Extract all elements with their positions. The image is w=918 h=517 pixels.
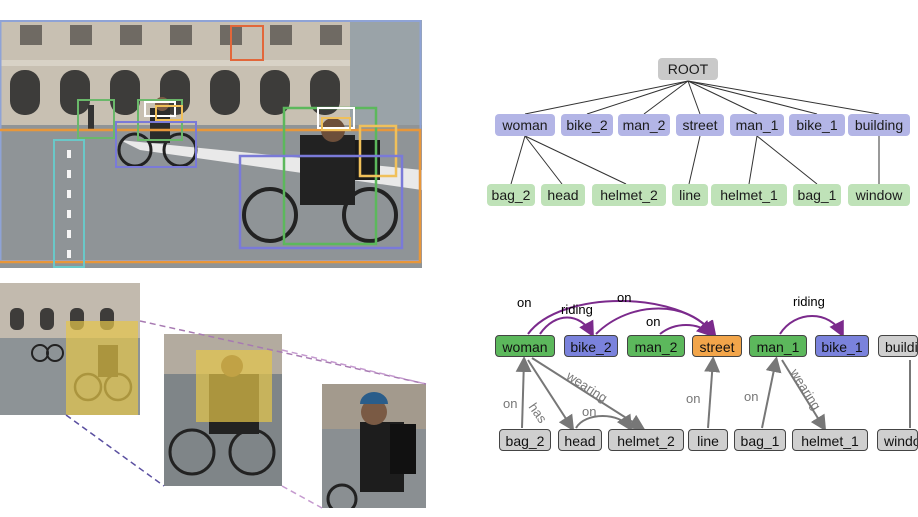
- edge-label-riding-woman-bike2: riding: [561, 302, 593, 317]
- edge-label-riding-man1-bike1: riding: [793, 294, 825, 309]
- street-scene-illustration: [0, 20, 422, 268]
- street-scene-photo: [0, 20, 422, 268]
- zoom-crop-3: [322, 384, 426, 508]
- edge-label-on-woman-street: on: [517, 295, 532, 310]
- graph-node-bike-2: bike_2: [564, 335, 618, 357]
- tree-node-helmet-2: helmet_2: [592, 184, 666, 206]
- graph-node-man-1: man_1: [749, 335, 807, 357]
- bounding-boxes-overlay: [0, 20, 422, 268]
- tree-node-line: line: [672, 184, 708, 206]
- zoom-crop-2: [164, 334, 282, 486]
- tree-node-window: window: [848, 184, 910, 206]
- tree-node-building: building: [848, 114, 910, 136]
- edge-label-on-head-helmet2: on: [582, 404, 597, 419]
- tree-node-man-1: man_1: [730, 114, 784, 136]
- graph-node-head: head: [558, 429, 602, 451]
- tree-node-woman: woman: [495, 114, 555, 136]
- tree-node-street: street: [676, 114, 724, 136]
- zoom-crop-1: [0, 283, 140, 415]
- graph-node-helmet-1: helmet_1: [792, 429, 868, 451]
- tree-node-bag-1: bag_1: [793, 184, 841, 206]
- tree-node-bike-2: bike_2: [561, 114, 613, 136]
- edge-label-on-man2-street: on: [646, 314, 661, 329]
- graph-node-woman: woman: [495, 335, 555, 357]
- edge-label-on-bag1-man1: on: [744, 389, 759, 404]
- tree-node-head: head: [541, 184, 585, 206]
- graph-node-bag-1: bag_1: [734, 429, 786, 451]
- edge-label-on-bag2-woman: on: [503, 396, 518, 411]
- graph-node-street: street: [692, 335, 742, 357]
- tree-root-node: ROOT: [658, 58, 718, 80]
- edge-label-on-line-street: on: [686, 391, 701, 406]
- graph-node-window: windo: [877, 429, 918, 451]
- tree-node-helmet-1: helmet_1: [711, 184, 787, 206]
- graph-node-helmet-2: helmet_2: [608, 429, 684, 451]
- tree-node-bike-1: bike_1: [789, 114, 845, 136]
- graph-node-bag-2: bag_2: [499, 429, 551, 451]
- graph-node-line: line: [688, 429, 728, 451]
- graph-node-man-2: man_2: [627, 335, 685, 357]
- tree-node-man-2: man_2: [618, 114, 670, 136]
- tree-node-bag-2: bag_2: [487, 184, 535, 206]
- graph-node-building: buildi: [878, 335, 918, 357]
- edge-label-on-bike2-street: on: [617, 290, 632, 305]
- graph-node-bike-1: bike_1: [815, 335, 869, 357]
